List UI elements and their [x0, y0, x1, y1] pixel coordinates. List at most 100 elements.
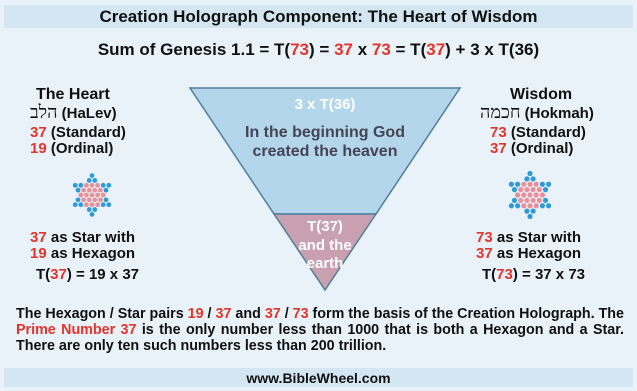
star-dot: [521, 203, 527, 209]
star-dot: [100, 192, 106, 198]
title-band: [4, 5, 633, 28]
star-dot: [95, 202, 100, 208]
value-label: (Ordinal): [506, 140, 574, 157]
star-dot: [89, 173, 95, 179]
value-label: (Standard): [506, 124, 586, 141]
eq-text: 19: [88, 266, 106, 283]
wisdom-star-caption-line2: 37 as Hexagon: [476, 245, 581, 263]
star-dot: [106, 202, 112, 208]
para-text: is the only number less than 1000 that i…: [16, 322, 625, 354]
star-dot: [542, 187, 549, 193]
eq-number: 73: [496, 266, 513, 283]
sum-number: 37: [334, 40, 353, 59]
value-number: 37: [30, 229, 47, 246]
sum-text: = T(: [390, 40, 427, 59]
star-dot: [508, 203, 514, 209]
wisdom-star-caption-line1: 73 as Star with: [476, 229, 581, 247]
value-label: (Standard): [46, 124, 126, 141]
triangle-bottom-label: T(37): [307, 218, 343, 235]
star-dot: [508, 181, 514, 187]
star-dot: [533, 192, 539, 198]
star-dot: [518, 197, 524, 203]
star-dot: [530, 187, 536, 193]
para-number: 37: [215, 306, 232, 322]
sum-text: ) =: [309, 40, 335, 59]
sum-number: 37: [426, 40, 446, 59]
star-dot: [89, 211, 95, 217]
footer-url: www.BibleWheel.com: [246, 370, 391, 386]
para-text: /: [203, 306, 216, 322]
hebrew-word-halev: הלב: [30, 102, 58, 123]
star-dot: [81, 187, 86, 193]
star-dot: [86, 197, 92, 203]
star-dot: [539, 181, 546, 187]
para-number: 19: [187, 306, 204, 322]
star-dot: [536, 197, 542, 203]
heart-ordinal-value: 19 (Ordinal): [30, 140, 113, 158]
star-dot: [511, 187, 518, 193]
triangle-bottom-text-line2: earth: [306, 255, 344, 272]
value-label: (Ordinal): [46, 140, 114, 157]
star-dot: [78, 202, 84, 208]
star-dot: [527, 192, 533, 198]
value-number: 73: [476, 229, 493, 246]
star-dot: [536, 187, 542, 193]
star-dot: [527, 203, 533, 209]
star-dot: [86, 207, 92, 212]
star-dot: [530, 208, 536, 214]
star-dot: [75, 187, 81, 193]
star-dot: [530, 176, 536, 182]
star-dot: [84, 182, 89, 188]
heart-star-caption-line1: 37 as Star with: [30, 229, 135, 247]
star-hexagon-figure-left: [72, 173, 112, 217]
eq-number: 37: [50, 266, 67, 283]
star-dot: [86, 187, 92, 193]
star-dot: [524, 197, 530, 203]
star-dot: [511, 197, 518, 203]
star-dot: [92, 207, 98, 212]
sum-text: Sum of Genesis 1.1 = T(: [97, 40, 291, 59]
explanation-paragraph: The Hexagon / Star pairs 19 / 37 and 37 …: [16, 306, 624, 354]
star-dot: [527, 181, 533, 187]
triangle-top-label: 3 x T(36): [294, 96, 356, 113]
heart-star-caption-line2: 19 as Hexagon: [30, 245, 135, 263]
star-dot: [92, 187, 98, 193]
heart-standard-value: 37 (Standard): [30, 124, 126, 142]
wisdom-ordinal-value: 37 (Ordinal): [490, 140, 573, 158]
star-dot: [78, 182, 84, 188]
value-number: 19: [30, 140, 47, 157]
caption-text: as Star with: [46, 229, 136, 246]
triangle-earth-section: [272, 213, 378, 292]
wisdom-heading: Wisdom: [510, 86, 573, 103]
para-text: The Hexagon / Star pairs: [16, 306, 188, 322]
star-dot: [524, 176, 530, 182]
eq-text: ) =: [512, 266, 535, 283]
star-dot: [103, 187, 109, 193]
star-dot: [98, 187, 103, 193]
eq-text: T(: [36, 266, 51, 283]
star-dot: [92, 197, 98, 203]
star-dot: [100, 182, 106, 188]
star-dot: [95, 192, 100, 198]
para-highlight: Prime Number 37: [16, 322, 137, 338]
para-text: form the basis of the Creation Holograph…: [308, 306, 624, 322]
star-dot: [530, 197, 536, 203]
sum-number: 73: [371, 40, 391, 59]
genesis-sum-equation: Sum of Genesis 1.1 = T(73) = 37 x 73 = T…: [0, 40, 637, 60]
star-dot: [75, 197, 81, 203]
eq-text: ) =: [66, 266, 89, 283]
value-number: 37: [30, 124, 47, 141]
eq-text: x: [105, 266, 123, 283]
triangle-bottom-text-line1: and the: [298, 237, 352, 254]
star-dot: [527, 170, 533, 177]
star-dot: [86, 178, 92, 183]
star-dot: [98, 197, 103, 203]
star-dot: [524, 208, 530, 214]
star-dot: [72, 202, 78, 208]
caption-text: as Star with: [492, 229, 582, 246]
heart-equation: T(37) = 19 x 37: [36, 266, 139, 284]
wisdom-equation: T(73) = 37 x 73: [482, 266, 585, 284]
transliteration: (Hokmah): [520, 105, 594, 122]
